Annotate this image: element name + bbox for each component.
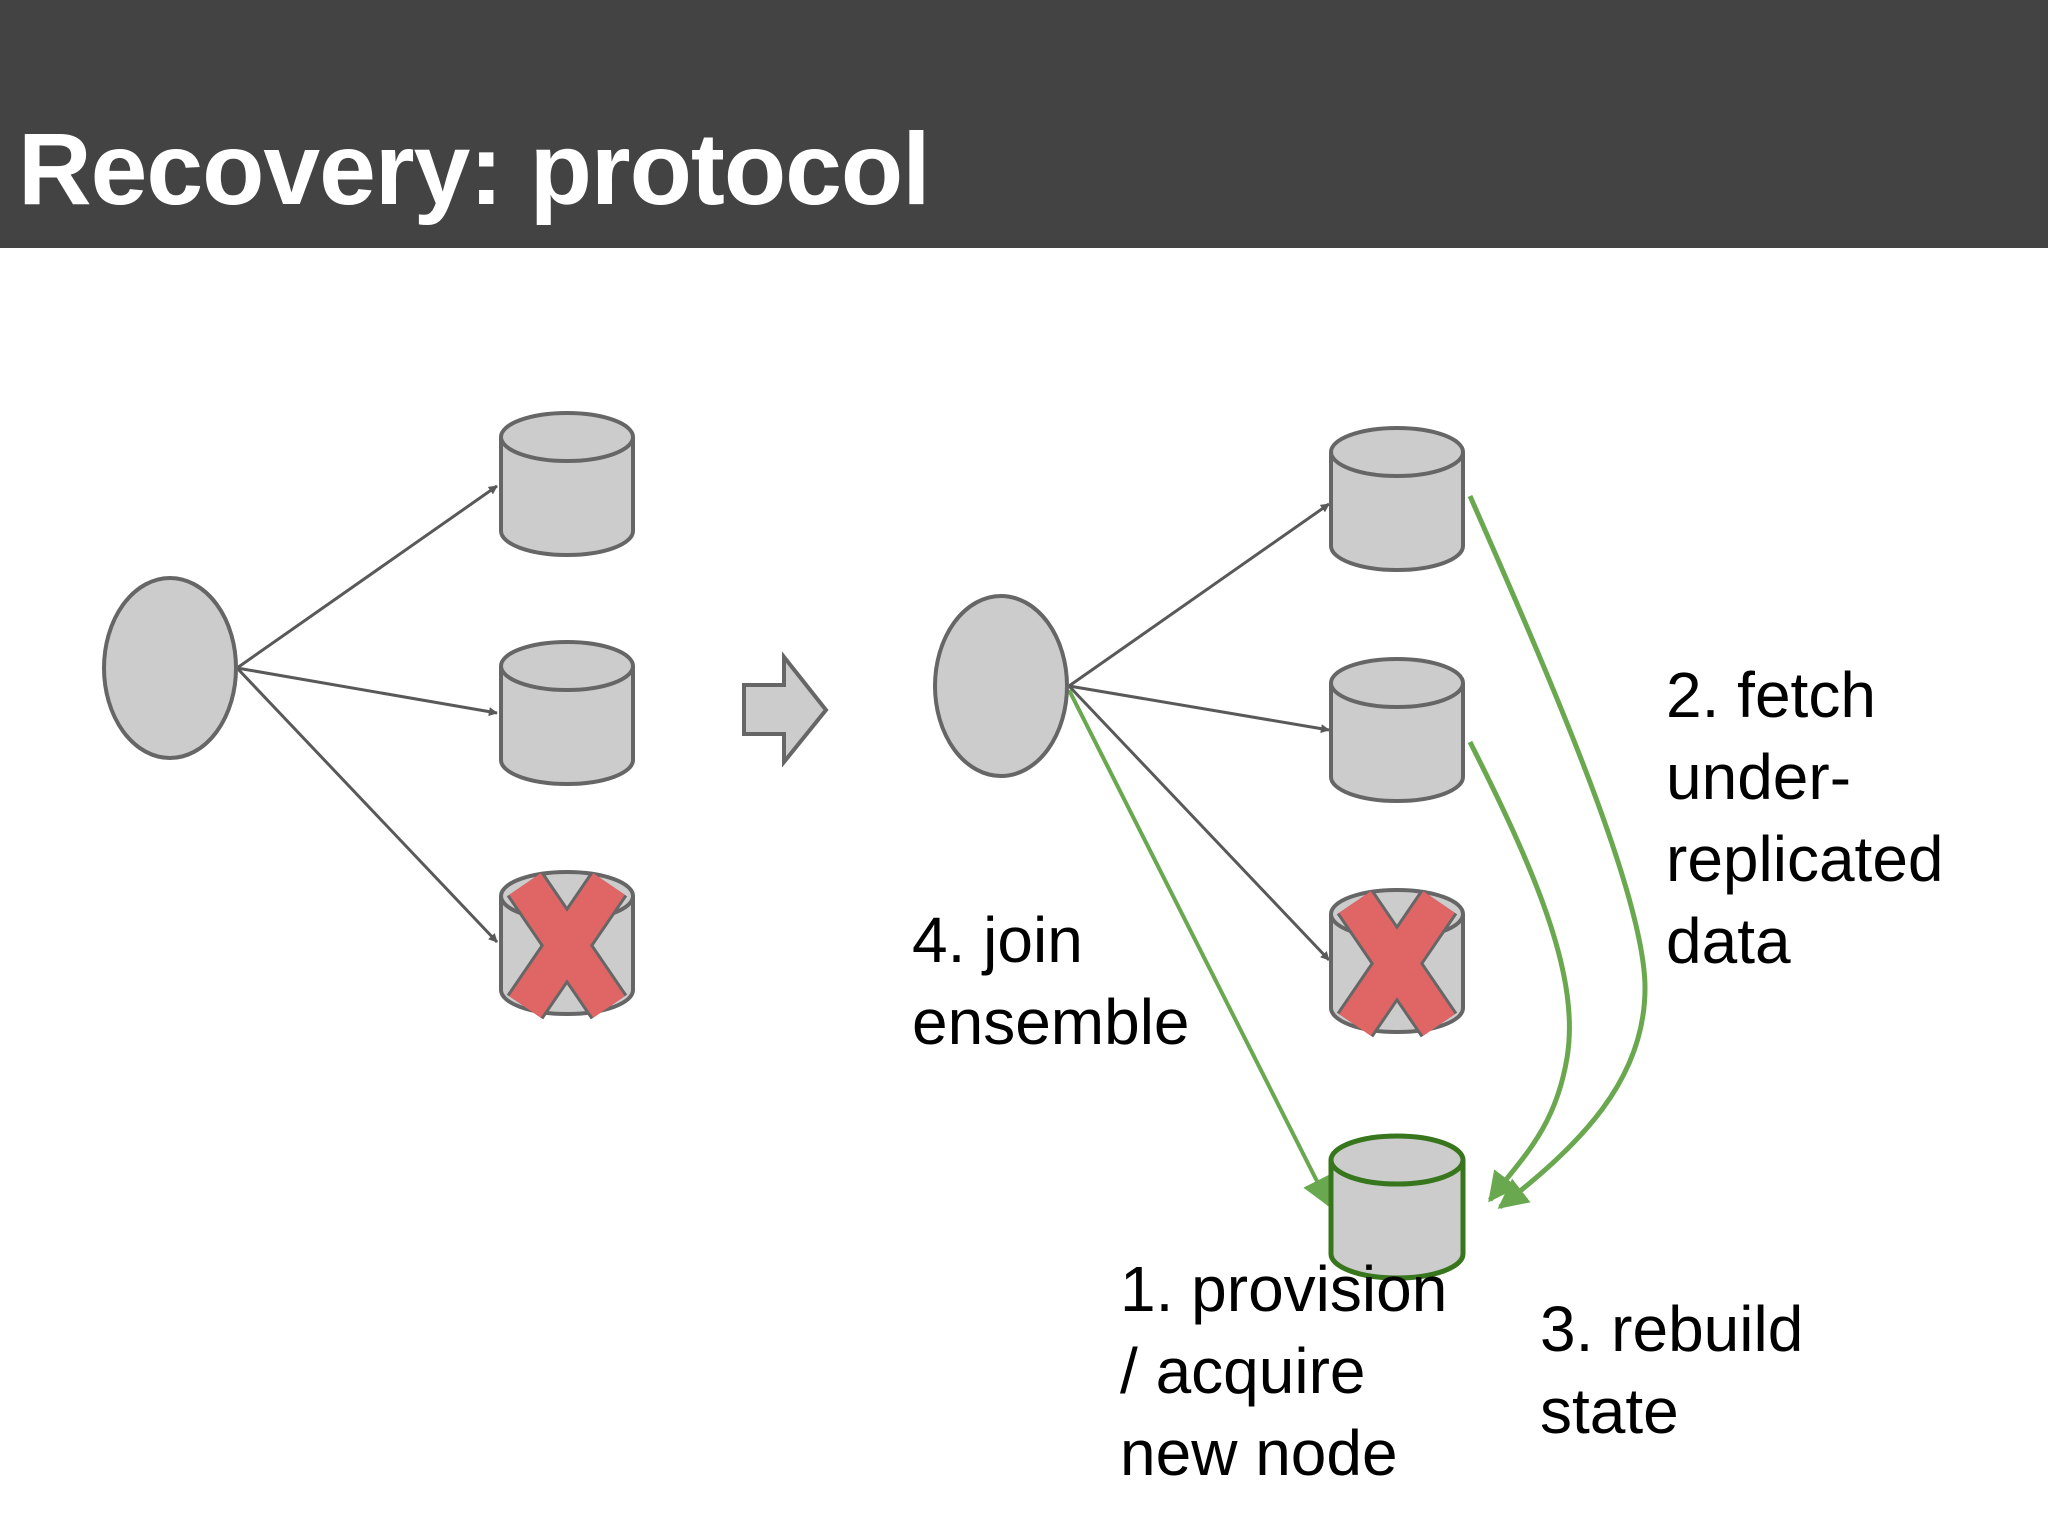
label-provision-node: 1. provision / acquire new node — [1120, 1248, 1447, 1494]
label-fetch-line-4: data — [1666, 905, 1791, 977]
left-arrow-to-db1 — [236, 484, 498, 670]
label-fetch-line-3: replicated — [1666, 823, 1944, 895]
label-provision-line-3: new node — [1120, 1417, 1398, 1489]
right-ensemble — [933, 426, 1648, 1281]
right-storage-node-3-failed — [1329, 888, 1465, 1038]
label-join-line-2: ensemble — [912, 986, 1190, 1058]
left-ensemble — [102, 411, 635, 1020]
page-title: Recovery: protocol — [18, 112, 931, 226]
left-storage-node-2 — [499, 640, 635, 786]
left-client-node — [102, 576, 238, 760]
title-bar: Recovery: protocol — [0, 0, 2048, 248]
x-mark-icon — [506, 871, 628, 1020]
left-arrow-to-db2 — [236, 666, 498, 717]
label-rebuild-state: 3. rebuild state — [1540, 1288, 1803, 1452]
right-arrow-to-db2 — [1068, 684, 1330, 734]
label-rebuild-line-1: 3. rebuild — [1540, 1293, 1804, 1365]
label-rebuild-line-2: state — [1540, 1375, 1679, 1447]
left-storage-node-1 — [499, 411, 635, 557]
left-storage-node-3-failed — [499, 870, 635, 1020]
block-arrow-right-icon — [742, 651, 829, 768]
right-client-node — [933, 594, 1069, 778]
label-fetch-line-2: under- — [1666, 741, 1851, 813]
x-mark-icon — [1336, 889, 1458, 1038]
label-fetch-data: 2. fetch under- replicated data — [1666, 654, 1944, 982]
fetch-arrow-from-db1 — [1467, 494, 1648, 1209]
right-arrow-to-db3 — [1067, 684, 1331, 962]
join-ensemble-arrow — [1067, 689, 1331, 1208]
label-fetch-line-1: 2. fetch — [1666, 659, 1876, 731]
fetch-arrow-from-db2 — [1467, 740, 1572, 1203]
right-arrow-to-db1 — [1068, 502, 1330, 688]
right-storage-node-1 — [1329, 426, 1465, 572]
label-provision-line-2: / acquire — [1120, 1335, 1366, 1407]
right-storage-node-2 — [1329, 657, 1465, 803]
label-provision-line-1: 1. provision — [1120, 1253, 1448, 1325]
new-storage-node — [1328, 1133, 1466, 1281]
label-join-line-1: 4. join — [912, 904, 1083, 976]
label-join-ensemble: 4. join ensemble — [912, 899, 1190, 1063]
left-arrow-to-db3 — [235, 666, 499, 944]
